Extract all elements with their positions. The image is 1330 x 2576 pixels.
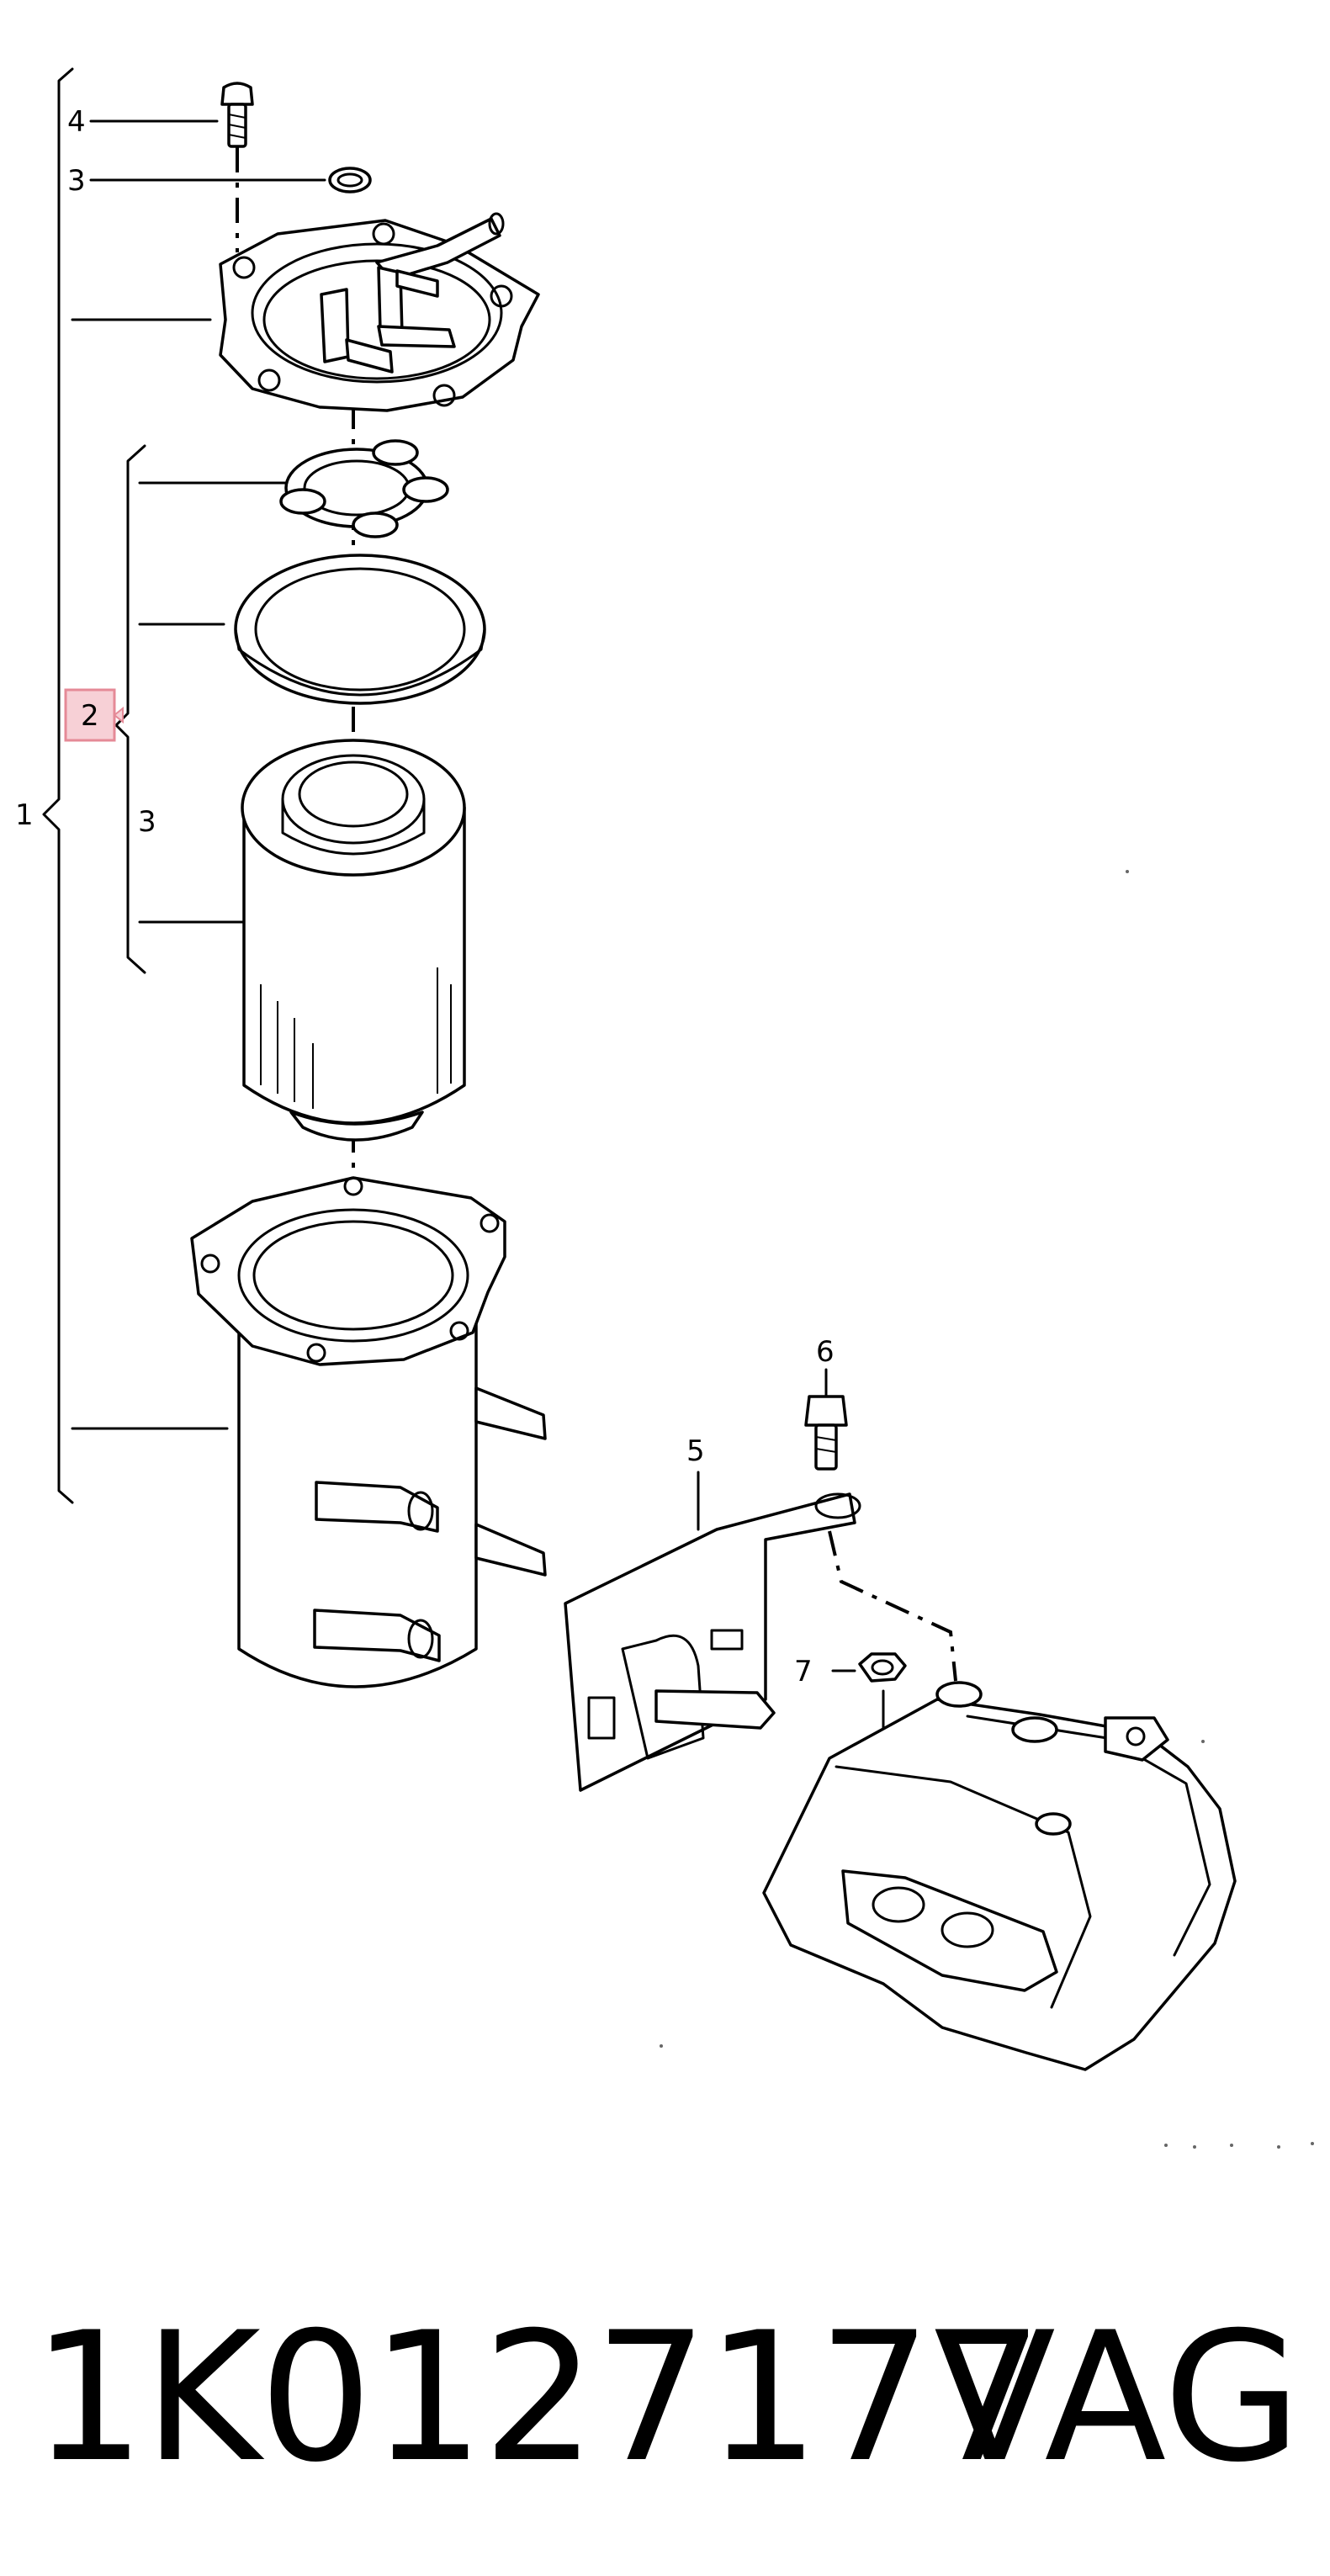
callout-6: 6 — [816, 1335, 835, 1369]
callout-4: 4 — [67, 105, 86, 139]
nut-part-7 — [858, 1652, 907, 1683]
filter-housing — [190, 1176, 547, 1688]
part-number: 1K0127177 — [32, 2293, 1043, 2501]
bracket-group-3 — [114, 444, 301, 974]
callout-1: 1 — [15, 798, 34, 832]
callout-3-middle: 3 — [138, 805, 156, 839]
scan-specks — [660, 870, 1314, 2149]
caption-bar: 1K0127177 VAG — [0, 2271, 1330, 2524]
callout-labels: 1 2 3 3 4 5 6 7 — [15, 105, 835, 1688]
lug-seal-part-3 — [279, 439, 449, 538]
bracket-group-1 — [42, 67, 229, 1504]
bolt-part-6 — [804, 1395, 848, 1471]
small-oring-part-3 — [328, 167, 372, 193]
screw-part-4 — [220, 82, 254, 148]
callout-5: 5 — [686, 1434, 705, 1468]
filter-cartridge — [241, 739, 466, 1142]
mounting-bracket-part-5 — [564, 1492, 861, 1792]
callout-7: 7 — [794, 1655, 813, 1688]
callout-2-pointer — [113, 706, 124, 724]
callout-2: 2 — [81, 699, 99, 733]
brand-name: VAG — [933, 2293, 1301, 2501]
filter-lid — [219, 212, 540, 412]
engine-mount — [762, 1681, 1237, 2071]
callout-3-top: 3 — [67, 164, 86, 198]
large-oring — [234, 554, 486, 705]
